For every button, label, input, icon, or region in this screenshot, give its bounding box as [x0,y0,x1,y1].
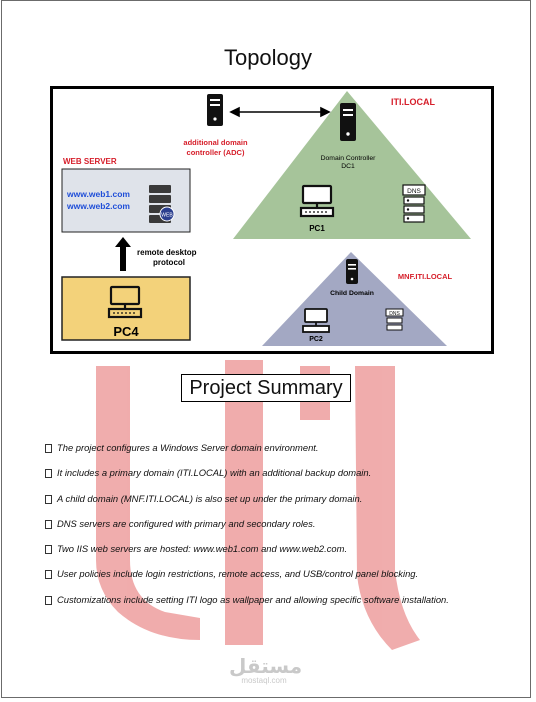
pc1-label: PC1 [309,224,325,233]
diagram-graphics: DNS DNS [61,91,471,346]
summary-item-text: Two IIS web servers are hosted: www.web1… [57,543,348,555]
page-title: Topology [223,45,313,70]
dns-server-icon: DNS [402,184,426,223]
pc1-icon [299,184,335,218]
summary-item: Customizations include setting ITI logo … [45,594,515,619]
logo-arabic: مستقل [229,654,303,678]
summary-item: It includes a primary domain (ITI.LOCAL)… [45,467,515,492]
rdp-label-line2: protocol [153,258,185,267]
summary-item-text: The project configures a Windows Server … [57,442,319,453]
pc4-label: PC4 [113,324,139,339]
svg-text:DNS: DNS [389,311,400,317]
adc-server-icon [207,94,223,126]
svg-text:WEB: WEB [161,213,173,219]
topology-diagram: DNS DNS [50,86,494,354]
summary-item: DNS servers are configured with primary … [45,518,515,543]
child-domain-label: Child Domain [330,290,374,297]
bullet-box-icon [45,469,52,479]
summary-item: User policies include login restrictions… [45,568,515,593]
summary-item: The project configures a Windows Server … [45,442,515,467]
dc-label-line1: Domain Controller [320,155,376,162]
svg-text:DNS: DNS [407,188,421,195]
pc2-icon [302,308,330,333]
summary-item: A child domain (MNF.ITI.LOCAL) is also s… [45,493,515,518]
summary-item-text: It includes a primary domain (ITI.LOCAL)… [57,467,372,479]
summary-title: Project Summary [181,374,351,402]
bullet-box-icon [45,494,52,504]
summary-item-text: User policies include login restrictions… [57,568,419,580]
dc-server-icon [340,103,356,141]
summary-list: The project configures a Windows Server … [45,442,515,619]
summary-item-text: DNS servers are configured with primary … [57,517,316,529]
web-server-title: WEB SERVER [63,157,117,166]
bullet-box-icon [45,519,52,529]
adc-label-line2: controller (ADC) [186,148,245,157]
summary-item-text: A child domain (MNF.ITI.LOCAL) is also s… [57,492,363,504]
summary-item-text: Customizations include setting ITI logo … [57,593,449,605]
mostaql-logo: مستقل mostaql.com [229,654,303,685]
website-2: www.web2.com [67,201,130,211]
rdp-label-line1: remote desktop [137,248,197,257]
pc4-icon [107,285,143,319]
bullet-box-icon [45,570,52,580]
child-dc-server-icon [346,259,358,284]
bullet-box-icon [45,545,52,555]
parent-domain-label: ITI.LOCAL [391,97,435,107]
child-dns-server-icon: DNS [385,308,404,331]
up-arrow-icon [115,237,131,271]
bullet-box-icon [45,444,52,453]
web-server-rack-icon: WEB [149,185,175,223]
adc-label-line1: additional domain [183,138,248,147]
website-1: www.web1.com [67,189,130,199]
pc2-label: PC2 [309,336,323,343]
logo-latin: mostaql.com [241,676,287,685]
summary-item: Two IIS web servers are hosted: www.web1… [45,543,515,568]
dc-label-line2: DC1 [341,163,355,170]
bullet-box-icon [45,595,52,605]
double-arrow-icon [229,106,331,118]
child-domain-name: MNF.ITI.LOCAL [397,272,453,281]
